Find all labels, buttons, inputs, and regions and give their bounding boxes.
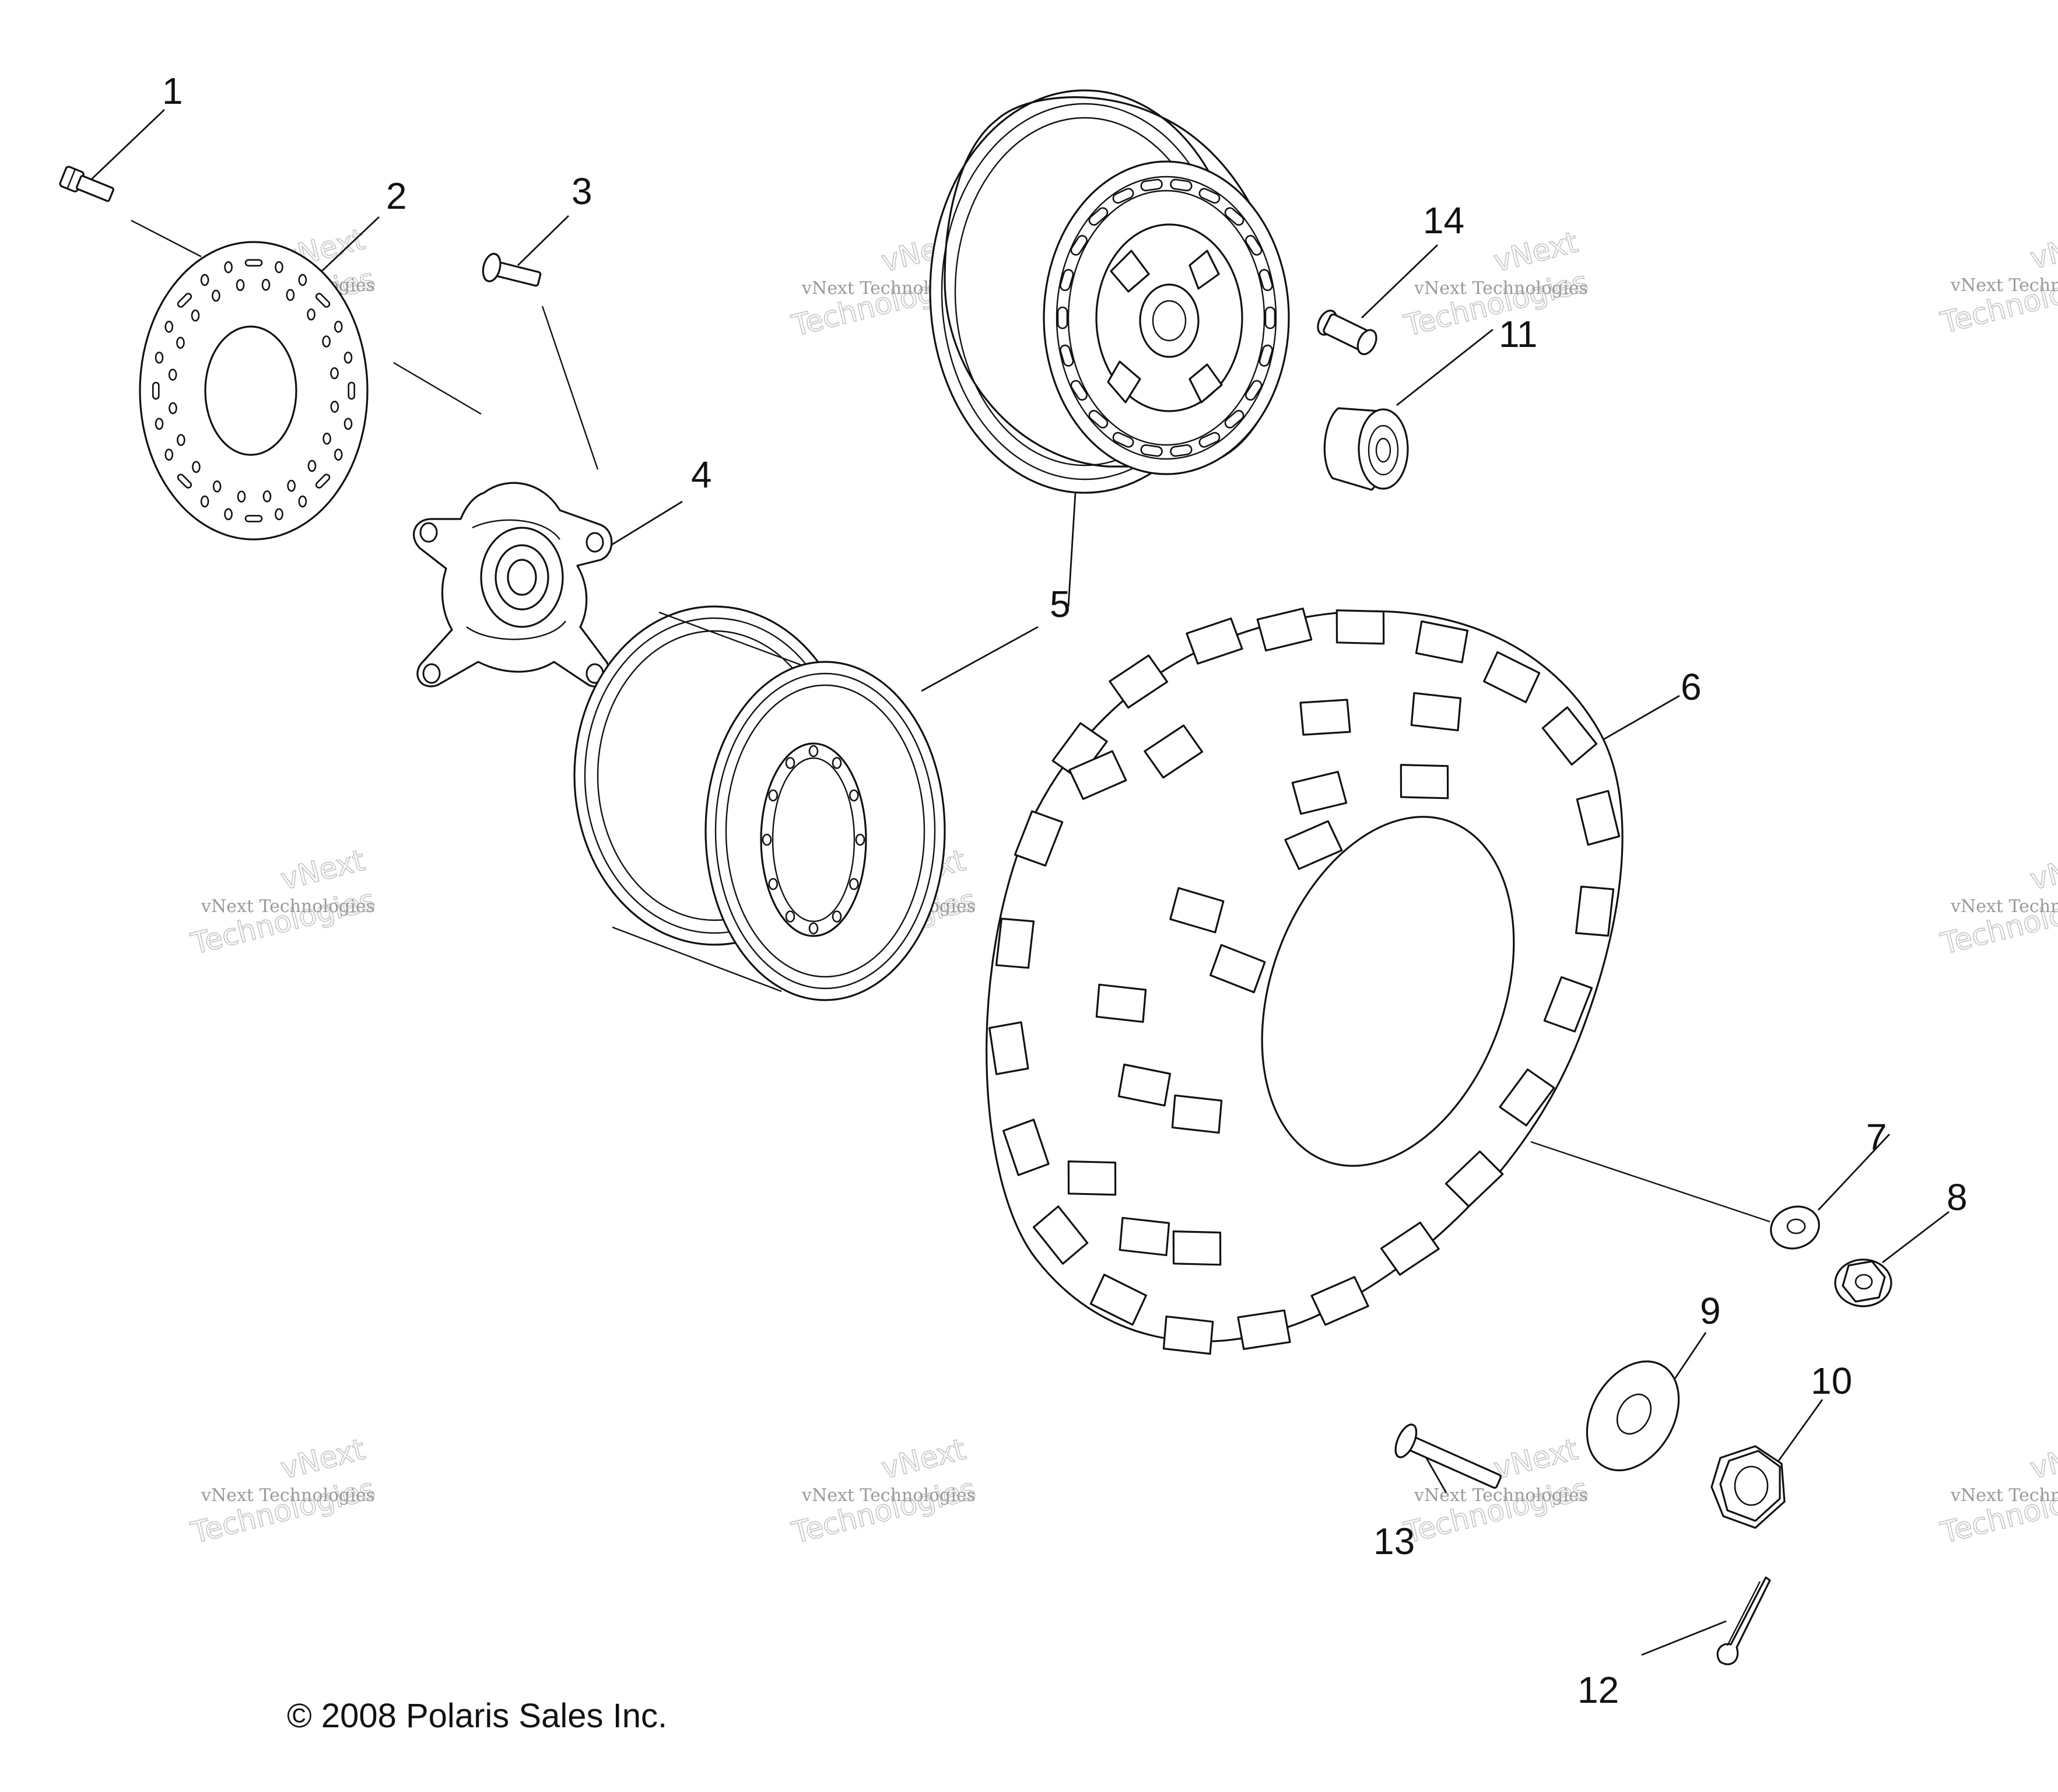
part-14-valve-stem	[1317, 310, 1377, 355]
watermark-line: vNext Technologies	[1414, 1485, 1588, 1506]
part-13-bolt	[1394, 1423, 1502, 1489]
copyright-notice: © 2008 Polaris Sales Inc.	[287, 1697, 667, 1735]
callout-7: 7	[1866, 1116, 1887, 1158]
callout-11: 11	[1499, 313, 1537, 355]
callout-3: 3	[572, 170, 592, 212]
watermark-big-line2: Technologies	[788, 1472, 979, 1550]
watermark-line: vNext Technologies	[801, 1485, 976, 1506]
part-1-bolt	[59, 166, 114, 202]
callout-1: 1	[162, 70, 183, 112]
watermark-big-line1: vNext	[2027, 843, 2058, 897]
part-2-brake-disc	[139, 241, 369, 541]
watermark-big-line1: vNext	[2027, 222, 2058, 276]
part-11-bearing	[1323, 407, 1409, 491]
callout-8: 8	[1947, 1176, 1968, 1218]
watermark-big-line2: Technologies	[188, 1472, 378, 1550]
part-12-cotter-pin	[1716, 1576, 1771, 1665]
callout-14: 14	[1423, 199, 1464, 241]
watermark-big-line2: Technologies	[1401, 265, 1591, 343]
watermark-line: vNext Technologies	[1950, 275, 2058, 296]
callout-4: 4	[691, 454, 712, 496]
watermark-line: vNext Technologies	[1414, 278, 1588, 299]
part-4-wheel-hub	[413, 482, 613, 688]
watermark-big-line2: Technologies	[188, 883, 378, 961]
callout-13: 13	[1373, 1520, 1415, 1562]
callout-6: 6	[1681, 666, 1702, 708]
part-7-flat-washer	[1770, 1205, 1820, 1250]
part-5-rim-front-view	[573, 605, 946, 1001]
callout-10: 10	[1811, 1360, 1852, 1402]
part-10-castle-nut	[1710, 1445, 1786, 1529]
callout-5: 5	[1050, 583, 1071, 625]
callout-numbers: 1 2 3 4 5 6 7 8 9 10 11 12 13 14	[162, 70, 1968, 1711]
watermark-line: vNext Technologies	[201, 1485, 375, 1506]
watermark-big-line1: vNext	[2027, 1432, 2058, 1486]
watermark-line: vNext Technologies	[1950, 1485, 2058, 1506]
watermark-line: vNext Technologies	[201, 896, 375, 917]
part-5-rim-rear-view	[929, 89, 1290, 494]
callout-2: 2	[386, 175, 407, 217]
part-6-tire	[986, 607, 1624, 1355]
part-8-flange-nut	[1834, 1258, 1892, 1307]
part-3-wheel-stud	[482, 253, 542, 287]
watermark-line: vNext Technologies	[1950, 896, 2058, 917]
callout-9: 9	[1700, 1290, 1721, 1332]
callout-12: 12	[1577, 1669, 1619, 1711]
part-9-large-washer	[1586, 1360, 1680, 1472]
